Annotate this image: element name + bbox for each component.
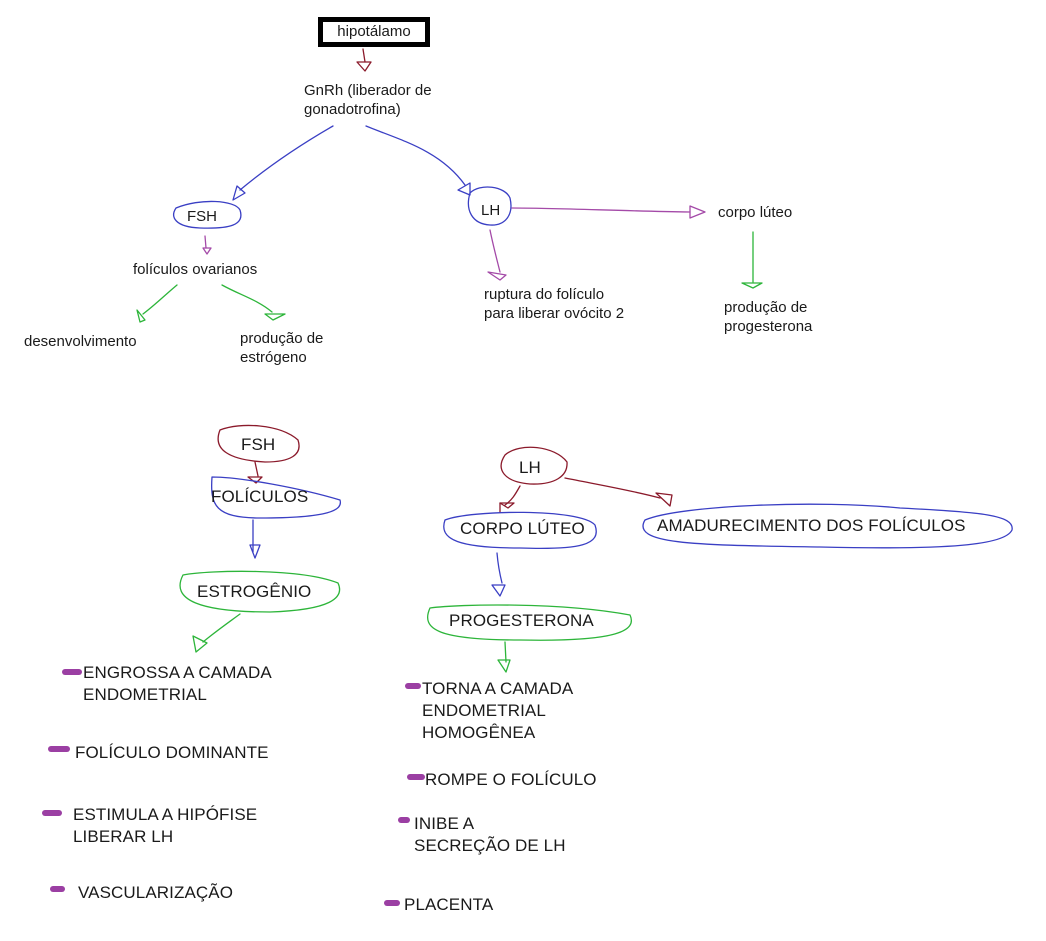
effect-progesterona-3: INIBE A SECREÇÃO DE LH: [414, 814, 566, 855]
effect-estrogenio-2: FOLÍCULO DOMINANTE: [75, 743, 269, 762]
effect-estrogenio-4: VASCULARIZAÇÃO: [78, 883, 234, 902]
bullet-icon: [398, 817, 410, 823]
arrow-lh-ruptura: [487, 229, 507, 281]
effect-estrogenio-1: ENGROSSA A CAMADA ENDOMETRIAL: [83, 663, 272, 704]
progesterona-oval: [426, 604, 632, 641]
effect-progesterona-1: TORNA A CAMADA ENDOMETRIAL HOMOGÊNEA: [422, 679, 574, 742]
fsh-oval: [173, 200, 242, 229]
bullet-icon: [62, 669, 82, 675]
node-lh: LH: [481, 202, 501, 219]
arrow-foliculos-estrogenio: [249, 519, 261, 559]
arrow-corpo-luteo-progesterona-2: [491, 552, 506, 597]
node-fsh: FSH: [187, 208, 217, 225]
arrow-fsh-foliculos: [202, 235, 212, 255]
fsh-oval-2: [217, 424, 300, 463]
bullet-icon: [50, 886, 65, 892]
arrow-lh-corpo-luteo-2: [499, 485, 521, 513]
arrow-progesterona-effects: [497, 641, 511, 673]
effect-progesterona-2: ROMPE O FOLÍCULO: [425, 770, 597, 789]
node-producao-progesterona: produção de progesterona: [724, 299, 813, 335]
bullet-icon: [405, 683, 421, 689]
effect-progesterona-4: PLACENTA: [404, 895, 494, 914]
amadurecimento-oval: [642, 503, 1013, 549]
node-hipotalamo: hipotálamo: [318, 17, 430, 47]
bullet-icon: [42, 810, 62, 816]
node-corpo-luteo: corpo lúteo: [718, 204, 793, 221]
arrow-gnrh-lh: [365, 125, 471, 196]
node-lh-2: LH: [519, 458, 541, 477]
arrow-foliculos-desenvolvimento: [136, 284, 178, 323]
arrow-fsh-foliculos-2: [247, 461, 263, 484]
node-gnrh: GnRh (liberador de gonadotrofina): [304, 82, 432, 118]
node-foliculos-ovarianos: folículos ovarianos: [133, 261, 258, 278]
node-desenvolvimento: desenvolvimento: [24, 333, 137, 350]
node-amadurecimento: AMADURECIMENTO DOS FOLÍCULOS: [657, 516, 966, 535]
node-ruptura-foliculo: ruptura do folículo para liberar ovócito…: [484, 286, 625, 322]
arrow-gnrh-fsh: [232, 125, 334, 201]
estrogenio-oval: [179, 570, 341, 613]
arrow-estrogenio-effects: [192, 613, 241, 653]
corpo-luteo-oval: [443, 511, 597, 550]
arrow-hipotalamo-gnrh: [356, 48, 372, 72]
node-corpo-luteo-caps: CORPO LÚTEO: [460, 519, 585, 538]
bullet-icon: [48, 746, 70, 752]
lh-oval: [467, 186, 512, 226]
arrow-lh-corpo-luteo: [511, 205, 706, 219]
arrow-lh-amadurecimento: [564, 477, 673, 507]
node-foliculos-caps: FOLÍCULOS: [211, 487, 309, 506]
foliculos-oval: [210, 476, 342, 519]
lh-oval-2: [500, 446, 568, 485]
arrow-corpo-luteo-progesterona: [741, 231, 763, 289]
node-progesterona: PROGESTERONA: [449, 611, 594, 630]
effect-estrogenio-3: ESTIMULA A HIPÓFISE LIBERAR LH: [73, 805, 258, 846]
node-estrogenio: ESTROGÊNIO: [197, 582, 312, 601]
node-producao-estrogeno: produção de estrógeno: [240, 330, 324, 366]
bullet-icon: [384, 900, 400, 906]
bullet-icon: [407, 774, 425, 780]
arrow-foliculos-estrogeno: [221, 284, 286, 321]
node-fsh-2: FSH: [241, 435, 276, 454]
